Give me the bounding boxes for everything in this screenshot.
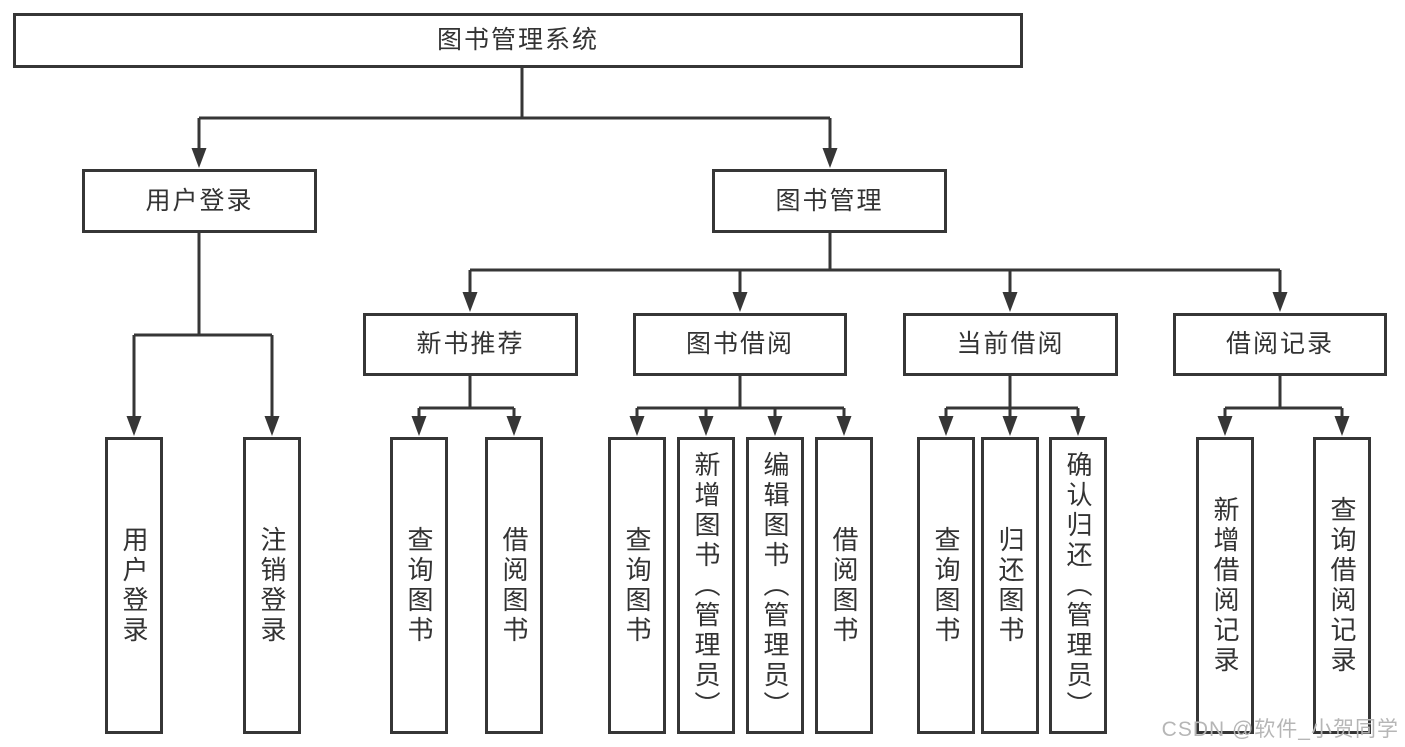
- leaf-borrow-books-recommend: 借阅图书: [485, 437, 543, 734]
- arrowhead: [767, 416, 783, 436]
- leaf-borrow-books: 借阅图书: [815, 437, 873, 734]
- leaf-query-books-current: 查询图书: [917, 437, 975, 734]
- node-book-management: 图书管理: [712, 169, 947, 233]
- leaf-logout: 注销登录: [243, 437, 301, 734]
- arrowhead: [462, 292, 478, 312]
- arrowhead: [1002, 416, 1018, 436]
- leaf-query-books-recommend: 查询图书: [390, 437, 448, 734]
- leaf-edit-books-admin: 编辑图书（管理员）: [746, 437, 804, 734]
- node-book-borrowing: 图书借阅: [633, 313, 847, 376]
- arrowhead: [836, 416, 852, 436]
- arrowhead: [1272, 292, 1288, 312]
- node-library-management-system: 图书管理系统: [13, 13, 1023, 68]
- node-current-borrowing: 当前借阅: [903, 313, 1118, 376]
- connector-bookmgmt-to-level3: [468, 233, 1282, 296]
- csdn-watermark: CSDN @软件_小贺同学: [1161, 718, 1399, 741]
- connector-borrowrecord-to-leaves: [1223, 376, 1344, 420]
- arrowhead: [698, 416, 714, 436]
- connector-userlogin-to-leaves: [132, 233, 274, 420]
- connector-root-to-level2: [197, 66, 832, 152]
- connector-newbook-to-leaves: [417, 376, 516, 420]
- arrowhead: [1002, 292, 1018, 312]
- leaf-query-books-borrow: 查询图书: [608, 437, 666, 734]
- node-user-login: 用户登录: [82, 169, 317, 233]
- arrowhead: [191, 148, 207, 168]
- arrowhead: [629, 416, 645, 436]
- node-borrowing-records: 借阅记录: [1173, 313, 1387, 376]
- arrowhead: [506, 416, 522, 436]
- arrowhead: [1070, 416, 1086, 436]
- leaf-add-books-admin: 新增图书（管理员）: [677, 437, 735, 734]
- leaf-confirm-return-admin: 确认归还（管理员）: [1049, 437, 1107, 734]
- leaf-add-borrow-record: 新增借阅记录: [1196, 437, 1254, 734]
- arrowhead: [938, 416, 954, 436]
- arrowhead: [126, 416, 142, 436]
- leaf-query-borrow-record: 查询借阅记录: [1313, 437, 1371, 734]
- arrowhead: [1217, 416, 1233, 436]
- connector-bookborrow-to-leaves: [635, 376, 846, 420]
- arrowhead: [732, 292, 748, 312]
- arrowhead: [264, 416, 280, 436]
- node-new-book-recommendation: 新书推荐: [363, 313, 578, 376]
- leaf-return-books: 归还图书: [981, 437, 1039, 734]
- connector-currentborrow-to-leaves: [944, 376, 1080, 420]
- arrowhead: [411, 416, 427, 436]
- arrowhead: [1334, 416, 1350, 436]
- arrowhead: [822, 148, 838, 168]
- leaf-user-login: 用户登录: [105, 437, 163, 734]
